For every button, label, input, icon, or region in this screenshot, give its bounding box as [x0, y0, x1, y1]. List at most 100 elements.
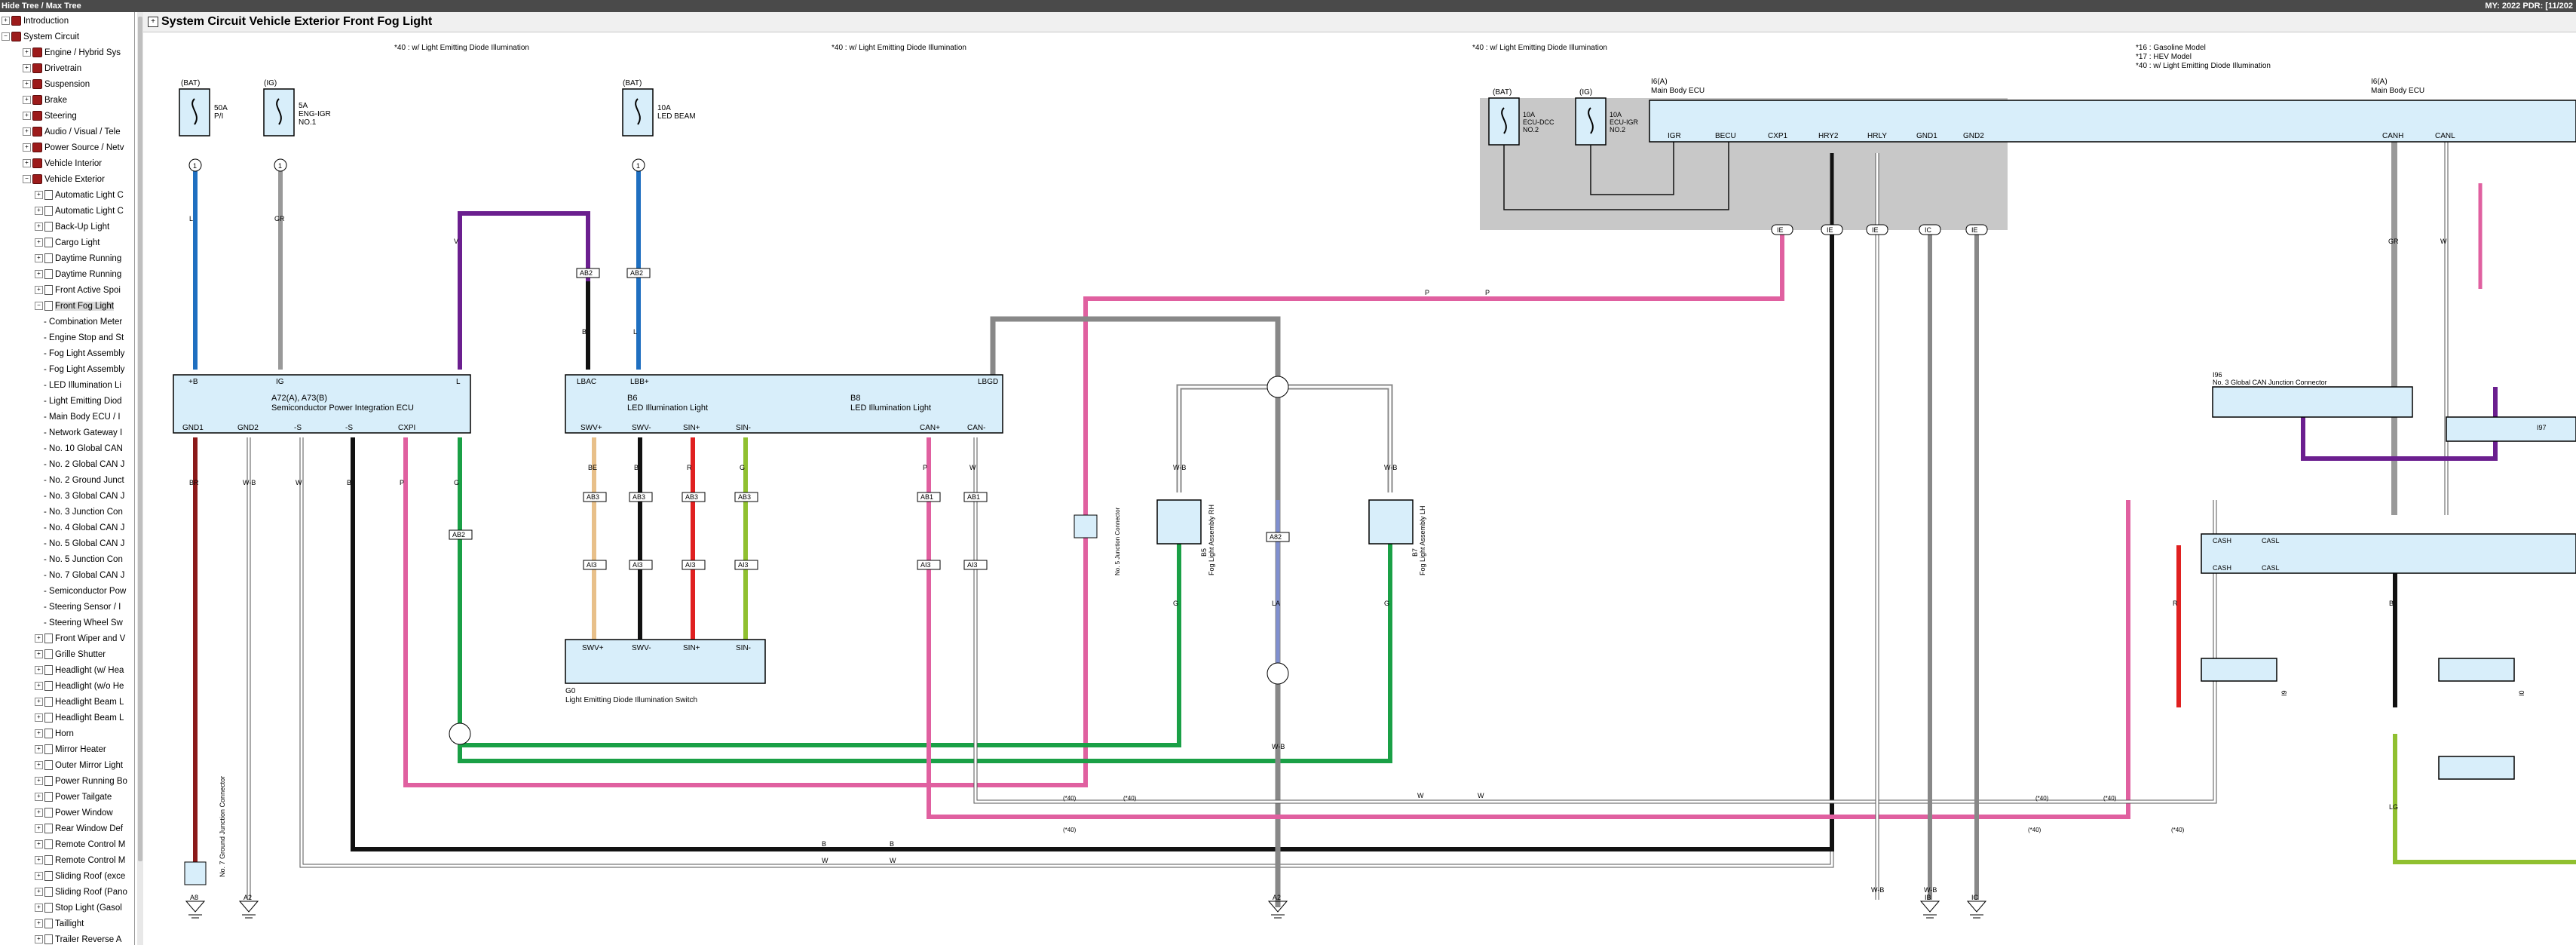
- expand-collapse-icon[interactable]: +: [35, 254, 43, 263]
- expand-collapse-icon[interactable]: +: [23, 127, 31, 137]
- expand-collapse-icon[interactable]: +: [35, 270, 43, 279]
- sidebar-item[interactable]: +Horn: [35, 726, 134, 742]
- expand-collapse-icon[interactable]: +: [23, 159, 31, 168]
- expand-collapse-icon[interactable]: −: [2, 32, 10, 41]
- expand-collapse-icon[interactable]: +: [35, 698, 43, 707]
- sidebar-item[interactable]: - No. 3 Global CAN J: [44, 489, 134, 505]
- expand-collapse-icon[interactable]: +: [35, 777, 43, 786]
- expand-collapse-icon[interactable]: +: [23, 96, 31, 105]
- sidebar-item[interactable]: +Daytime Running: [35, 267, 134, 283]
- sidebar-item[interactable]: +Front Active Spoi: [35, 283, 134, 299]
- expand-collapse-icon[interactable]: +: [35, 286, 43, 295]
- sidebar-item[interactable]: +Remote Control M: [35, 853, 134, 869]
- sidebar-item[interactable]: +Headlight (w/o He: [35, 679, 134, 695]
- sidebar-item[interactable]: - No. 2 Global CAN J: [44, 457, 134, 473]
- sidebar-item[interactable]: - No. 2 Ground Junct: [44, 473, 134, 489]
- sidebar-item[interactable]: +Automatic Light C: [35, 204, 134, 219]
- sidebar-item[interactable]: −Vehicle Exterior: [23, 172, 134, 188]
- sidebar-item[interactable]: −System Circuit: [2, 29, 134, 45]
- expand-collapse-icon[interactable]: −: [35, 302, 43, 311]
- sidebar-item[interactable]: +Automatic Light C: [35, 188, 134, 204]
- sidebar-item[interactable]: +Headlight Beam L: [35, 710, 134, 726]
- sidebar-item[interactable]: +Mirror Heater: [35, 742, 134, 758]
- sidebar-item[interactable]: +Daytime Running: [35, 251, 134, 267]
- expand-collapse-icon[interactable]: +: [35, 207, 43, 216]
- expand-collapse-icon[interactable]: +: [35, 888, 43, 897]
- expand-collapse-icon[interactable]: +: [23, 64, 31, 73]
- sidebar-item[interactable]: - No. 5 Global CAN J: [44, 536, 134, 552]
- sidebar-item[interactable]: +Audio / Visual / Tele: [23, 124, 134, 140]
- expand-collapse-icon[interactable]: −: [23, 175, 31, 184]
- sidebar-item[interactable]: +Power Running Bo: [35, 774, 134, 790]
- sidebar-item[interactable]: +Headlight (w/ Hea: [35, 663, 134, 679]
- sidebar-item[interactable]: +Back-Up Light: [35, 219, 134, 235]
- sidebar-item[interactable]: - No. 4 Global CAN J: [44, 520, 134, 536]
- sidebar-item[interactable]: +Drivetrain: [23, 61, 134, 77]
- sidebar-item[interactable]: +Taillight: [35, 916, 134, 932]
- sidebar-item[interactable]: +Power Source / Netv: [23, 140, 134, 156]
- sidebar-item[interactable]: - Main Body ECU / I: [44, 410, 134, 425]
- expand-collapse-icon[interactable]: +: [35, 840, 43, 849]
- sidebar-item[interactable]: +Remote Control M: [35, 837, 134, 853]
- expand-collapse-icon[interactable]: +: [35, 634, 43, 643]
- expand-collapse-icon[interactable]: +: [35, 650, 43, 659]
- expand-collapse-icon[interactable]: +: [35, 872, 43, 881]
- sidebar-item[interactable]: - Semiconductor Pow: [44, 584, 134, 600]
- expand-collapse-icon[interactable]: +: [35, 745, 43, 754]
- sidebar-item[interactable]: - Combination Meter: [44, 314, 134, 330]
- expand-collapse-icon[interactable]: +: [35, 666, 43, 675]
- expand-collapse-icon[interactable]: +: [23, 143, 31, 152]
- sidebar-item[interactable]: - No. 5 Junction Con: [44, 552, 134, 568]
- expand-collapse-icon[interactable]: +: [35, 761, 43, 770]
- tree-toggle-link[interactable]: Hide Tree / Max Tree: [2, 2, 81, 11]
- expand-collapse-icon[interactable]: +: [35, 222, 43, 232]
- sidebar-item[interactable]: +Headlight Beam L: [35, 695, 134, 710]
- scrollbar-thumb[interactable]: [138, 17, 142, 861]
- expand-collapse-icon[interactable]: +: [35, 729, 43, 738]
- expand-collapse-icon[interactable]: +: [35, 919, 43, 928]
- sidebar-item[interactable]: - LED Illumination Li: [44, 378, 134, 394]
- sidebar-item[interactable]: +Grille Shutter: [35, 647, 134, 663]
- sidebar-item[interactable]: +Introduction: [2, 14, 134, 29]
- sidebar-item[interactable]: −Front Fog Light: [35, 299, 134, 314]
- expand-collapse-icon[interactable]: +: [35, 904, 43, 913]
- sidebar-item[interactable]: +Vehicle Interior: [23, 156, 134, 172]
- expand-collapse-icon[interactable]: +: [35, 682, 43, 691]
- expand-toggle-button[interactable]: +: [148, 17, 158, 27]
- sidebar-item[interactable]: - No. 10 Global CAN: [44, 441, 134, 457]
- sidebar-item[interactable]: +Sliding Roof (Pano: [35, 885, 134, 901]
- expand-collapse-icon[interactable]: +: [35, 935, 43, 944]
- sidebar-item[interactable]: +Power Window: [35, 805, 134, 821]
- sidebar-item[interactable]: +Rear Window Def: [35, 821, 134, 837]
- sidebar-item[interactable]: - Fog Light Assembly: [44, 362, 134, 378]
- sidebar-item[interactable]: +Steering: [23, 109, 134, 124]
- sidebar-item[interactable]: - No. 7 Global CAN J: [44, 568, 134, 584]
- sidebar-item[interactable]: - Steering Sensor / I: [44, 600, 134, 615]
- expand-collapse-icon[interactable]: +: [23, 80, 31, 89]
- sidebar-item[interactable]: - Network Gateway I: [44, 425, 134, 441]
- sidebar-item[interactable]: +Cargo Light: [35, 235, 134, 251]
- sidebar-item[interactable]: +Suspension: [23, 77, 134, 93]
- sidebar-item[interactable]: - No. 3 Junction Con: [44, 505, 134, 520]
- expand-collapse-icon[interactable]: +: [23, 112, 31, 121]
- sidebar-item[interactable]: +Front Wiper and V: [35, 631, 134, 647]
- sidebar-item[interactable]: - Engine Stop and St: [44, 330, 134, 346]
- sidebar-item[interactable]: +Sliding Roof (exce: [35, 869, 134, 885]
- sidebar-item[interactable]: - Light Emitting Diod: [44, 394, 134, 410]
- sidebar-item[interactable]: - Fog Light Assembly: [44, 346, 134, 362]
- sidebar-item[interactable]: +Stop Light (Gasol: [35, 901, 134, 916]
- expand-collapse-icon[interactable]: +: [35, 191, 43, 200]
- sidebar-item[interactable]: - Steering Wheel Sw: [44, 615, 134, 631]
- sidebar-item[interactable]: +Engine / Hybrid Sys: [23, 45, 134, 61]
- sidebar-item[interactable]: +Brake: [23, 93, 134, 109]
- expand-collapse-icon[interactable]: +: [35, 808, 43, 818]
- expand-collapse-icon[interactable]: +: [35, 793, 43, 802]
- expand-collapse-icon[interactable]: +: [35, 713, 43, 723]
- expand-collapse-icon[interactable]: +: [35, 238, 43, 247]
- expand-collapse-icon[interactable]: +: [23, 48, 31, 57]
- expand-collapse-icon[interactable]: +: [35, 856, 43, 865]
- sidebar-item[interactable]: +Outer Mirror Light: [35, 758, 134, 774]
- sidebar-scrollbar[interactable]: [137, 12, 143, 945]
- sidebar-item[interactable]: +Power Tailgate: [35, 790, 134, 805]
- expand-collapse-icon[interactable]: +: [2, 17, 10, 26]
